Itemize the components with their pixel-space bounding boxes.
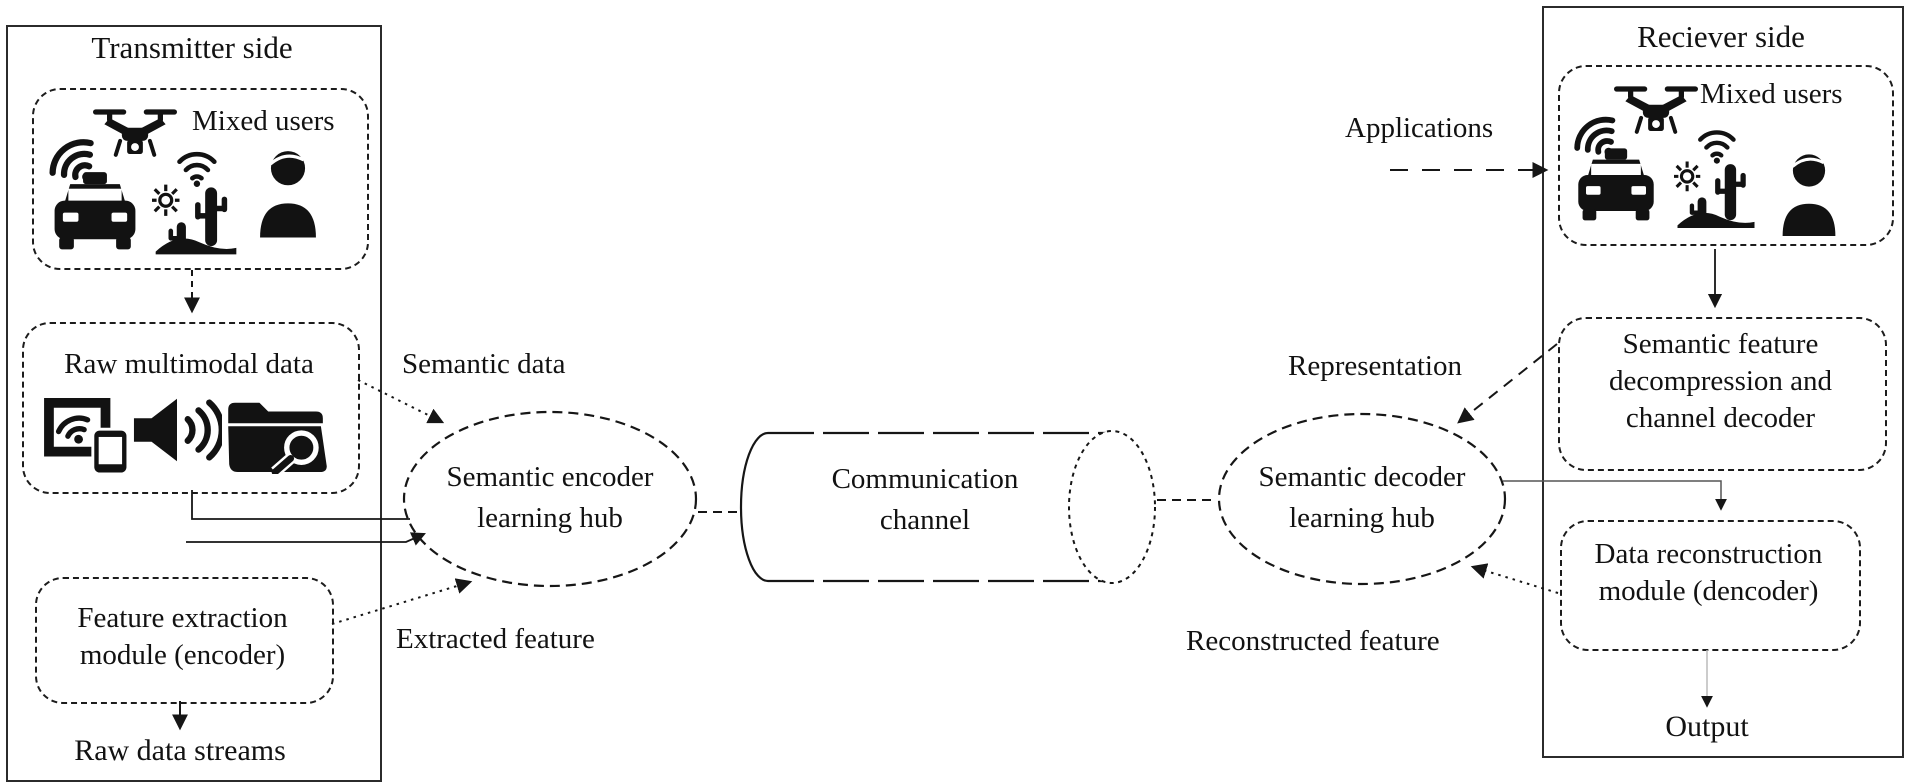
encoder-hub-line1: Semantic encoder <box>446 461 654 493</box>
rx-mixed-users-label: Mixed users <box>1700 78 1843 110</box>
raw-multimodal-label: Raw multimodal data <box>64 348 314 380</box>
encoder-hub-label: Semantic encoder learning hub <box>404 457 696 539</box>
feature-extraction-box <box>35 577 334 704</box>
person-icon <box>1780 150 1838 236</box>
receiver-title: Reciever side <box>1637 19 1805 54</box>
feature-extraction-line2: module (encoder) <box>79 639 286 671</box>
raw-data-streams-label: Raw data streams <box>74 734 286 767</box>
decompression-line2: decompression and <box>1608 365 1833 397</box>
folder-search-icon <box>226 394 328 474</box>
applications-label: Applications <box>1345 112 1494 144</box>
data-reconstruction-line2: module (dencoder) <box>1598 575 1819 607</box>
channel-line2: channel <box>879 504 971 536</box>
output-label: Output <box>1665 710 1749 743</box>
speaker-sound-icon <box>132 394 222 466</box>
data-reconstruction-label: Data reconstruction module (dencoder) <box>1560 536 1857 610</box>
semantic-data-label: Semantic data <box>402 348 566 380</box>
taxi-car-icon <box>1574 148 1658 226</box>
decompression-label: Semantic feature decompression and chann… <box>1558 326 1883 437</box>
drone-icon <box>93 104 177 162</box>
decompression-line1: Semantic feature <box>1622 328 1819 360</box>
decompression-line3: channel decoder <box>1625 402 1816 434</box>
smart-devices-wifi-icon <box>42 396 130 474</box>
encoder-hub-line2: learning hub <box>477 502 623 534</box>
extracted-feature-label: Extracted feature <box>396 623 595 655</box>
data-reconstruction-line1: Data reconstruction <box>1594 538 1823 570</box>
desert-cactus-sun-wifi-icon <box>152 148 240 258</box>
reconstructed-feature-label: Reconstructed feature <box>1186 625 1440 657</box>
tx-mixed-users-label: Mixed users <box>192 105 335 137</box>
decompression-box <box>1558 317 1887 471</box>
data-reconstruction-box <box>1560 520 1861 651</box>
decoder-hub-line2: learning hub <box>1289 502 1435 534</box>
taxi-car-icon <box>50 172 140 255</box>
communication-channel-label: Communication channel <box>788 459 1062 541</box>
representation-label: Representation <box>1288 350 1462 382</box>
channel-line1: Communication <box>831 463 1019 495</box>
drone-icon <box>1614 82 1698 138</box>
feature-extraction-line1: Feature extraction <box>77 602 288 634</box>
decoder-hub-line1: Semantic decoder <box>1258 461 1466 493</box>
transmitter-title: Transmitter side <box>91 30 293 65</box>
feature-extraction-label: Feature extraction module (encoder) <box>35 600 330 674</box>
desert-cactus-sun-wifi-icon <box>1674 126 1758 232</box>
decoder-hub-label: Semantic decoder learning hub <box>1219 457 1505 539</box>
person-icon <box>258 146 318 238</box>
wifi-icon <box>1568 112 1626 162</box>
